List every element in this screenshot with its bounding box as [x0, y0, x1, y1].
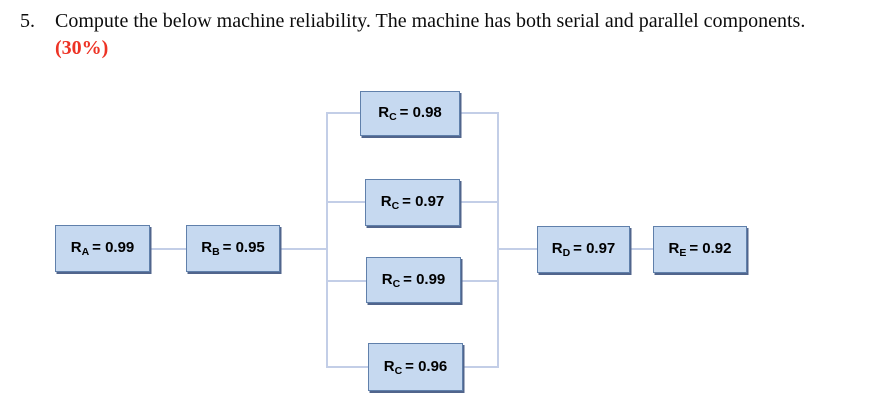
- block-rc3: RC= 0.99: [366, 257, 461, 303]
- connector-a-b: [150, 248, 186, 250]
- connector-bus-d: [497, 248, 537, 250]
- ra-value: = 0.99: [92, 239, 135, 256]
- branch1-right: [459, 112, 498, 114]
- re-value: = 0.92: [689, 240, 732, 257]
- re-symbol: R: [668, 240, 680, 257]
- connector-d-e: [630, 248, 653, 250]
- branch2-left: [327, 201, 366, 203]
- rb-symbol: R: [201, 239, 213, 256]
- branch3-left: [327, 280, 367, 282]
- block-re: RE= 0.92: [653, 226, 747, 273]
- parallel-bus-right: [497, 112, 499, 368]
- re-subscript: E: [679, 247, 687, 259]
- rc2-subscript: C: [391, 200, 400, 212]
- rd-symbol: R: [551, 240, 563, 257]
- rb-subscript: B: [212, 246, 220, 258]
- rc3-value: = 0.99: [403, 270, 446, 288]
- block-rc2-label: RC= 0.97: [381, 193, 445, 212]
- rc4-value: = 0.96: [405, 357, 448, 375]
- ra-symbol: R: [70, 239, 82, 256]
- block-rd-label: RD= 0.97: [552, 240, 616, 259]
- rc4-symbol: R: [383, 357, 395, 375]
- block-rc1: RC= 0.98: [360, 91, 460, 136]
- branch2-right: [459, 201, 498, 203]
- connector-b-bus: [280, 248, 328, 250]
- rc2-value: = 0.97: [402, 193, 445, 210]
- block-rc1-label: RC= 0.98: [378, 104, 442, 123]
- question-weight: (30%): [55, 37, 109, 59]
- block-rb: RB= 0.95: [186, 225, 280, 272]
- block-rd: RD= 0.97: [537, 226, 630, 273]
- rc1-symbol: R: [378, 104, 390, 121]
- ra-subscript: A: [81, 246, 90, 258]
- rd-value: = 0.97: [573, 240, 616, 257]
- question-text: Compute the below machine reliability. T…: [55, 10, 806, 32]
- parallel-bus-left: [326, 112, 328, 368]
- rc2-symbol: R: [380, 193, 392, 210]
- block-rc4-label: RC= 0.96: [384, 358, 448, 377]
- block-rc3-label: RC= 0.99: [382, 271, 446, 290]
- block-ra-label: RA= 0.99: [71, 239, 135, 258]
- question-number: 5.: [20, 10, 35, 32]
- block-rc2: RC= 0.97: [365, 179, 460, 226]
- rc4-subscript: C: [394, 364, 403, 377]
- branch4-right: [462, 366, 498, 368]
- rc1-subscript: C: [389, 111, 397, 123]
- question-line: 5. Compute the below machine reliability…: [20, 8, 860, 35]
- rc3-subscript: C: [392, 277, 401, 290]
- block-re-label: RE= 0.92: [669, 240, 732, 259]
- rc3-symbol: R: [381, 270, 393, 288]
- block-ra: RA= 0.99: [55, 225, 150, 272]
- rb-value: = 0.95: [222, 239, 265, 256]
- rd-subscript: D: [562, 247, 571, 259]
- question-block: 5. Compute the below machine reliability…: [20, 8, 860, 62]
- block-rc4: RC= 0.96: [368, 343, 463, 391]
- branch1-left: [327, 112, 361, 114]
- branch3-right: [460, 280, 498, 282]
- branch4-left: [327, 366, 369, 368]
- block-rb-label: RB= 0.95: [201, 239, 265, 258]
- rc1-value: = 0.98: [399, 104, 442, 121]
